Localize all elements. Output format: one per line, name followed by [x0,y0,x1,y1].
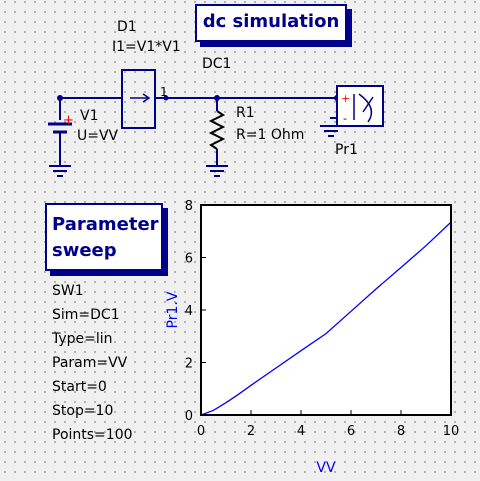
parameter-sweep-block[interactable]: Parameter sweep [45,203,163,271]
x-tick-label: 0 [197,424,205,439]
diode-pin-label: 1 [160,85,168,99]
y-tick-label: 2 [185,357,193,372]
sweep-prop-param: Param=VV [52,355,128,371]
plot-x-axis-label: VV [316,460,336,476]
diode-pin-dot [163,95,169,101]
plot-background [201,205,451,415]
ground-symbol [206,165,228,177]
voltage-probe-pr1[interactable] [336,85,384,127]
resistor-name-label: R1 [236,105,255,121]
schematic-canvas: + 1 + - [48,69,384,177]
results-diagram[interactable]: 0 2 4 6 8 10 0 2 4 6 8 VV Pr1.V [160,190,460,480]
ground-symbol [320,125,342,137]
source-value-label: U=VV [77,128,119,144]
probe-name-label: Pr1 [335,142,358,158]
equation-diode-d1[interactable] [121,69,156,129]
probe-plus-sign: + [341,92,350,105]
y-tick-label: 4 [185,304,193,319]
plot-y-axis-label: Pr1.V [165,291,181,328]
resistor-r1[interactable] [208,98,226,165]
diode-expression-label: I1=V1*V1 [112,39,181,55]
sweep-prop-sim: Sim=DC1 [52,307,120,323]
y-tick-label: 8 [185,199,193,214]
sweep-prop-points: Points=100 [52,427,133,443]
dc-simulation-title: dc simulation [202,11,340,32]
diode-name-label: D1 [117,19,137,35]
voltage-source-v1[interactable] [48,98,72,165]
sweep-prop-stop: Stop=10 [52,403,114,419]
series-line [200,221,452,416]
sweep-prop-name: SW1 [52,283,84,299]
probe-minus-sign: - [343,112,347,125]
sweep-prop-start: Start=0 [52,379,107,395]
x-tick-label: 10 [443,424,460,439]
y-tick-label: 0 [185,409,193,424]
x-tick-label: 4 [297,424,305,439]
resistor-value-label: R=1 Ohm [236,127,305,143]
x-tick-label: 2 [247,424,255,439]
x-tick-label: 8 [397,424,405,439]
parameter-sweep-title-line1: Parameter [52,214,159,235]
dc-simulation-block[interactable]: dc simulation [195,4,347,42]
sweep-prop-type: Type=lin [52,331,113,347]
plot-ticks: 0 2 4 6 8 10 0 2 4 6 8 [185,199,460,439]
source-plus-sign: + [63,113,74,128]
plot-frame [200,204,452,416]
ground-symbol [49,165,71,177]
y-tick-label: 6 [185,252,193,267]
dc-simulation-name: DC1 [202,56,232,72]
parameter-sweep-title-line2: sweep [52,240,117,261]
source-name-label: V1 [80,108,99,124]
x-tick-label: 6 [347,424,355,439]
